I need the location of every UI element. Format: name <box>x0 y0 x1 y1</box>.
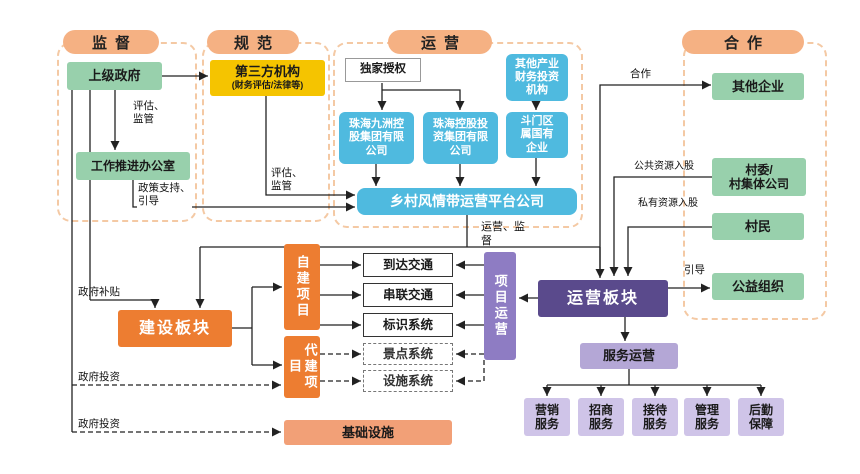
edge-label-operate-supervise: 运营、监 督 <box>481 221 525 247</box>
node-other-enterprises: 其他企业 <box>712 73 804 100</box>
node-infrastructure: 基础设施 <box>284 420 452 445</box>
pill-standard: 规范 <box>207 30 299 54</box>
edge-label-assess-supervise-1: 评估、 监管 <box>133 100 165 126</box>
node-platform-company: 乡村风情带运营平台公司 <box>357 188 577 215</box>
node-operation-sector: 运营板块 <box>538 280 668 317</box>
node-management-service: 管理 服务 <box>684 398 730 436</box>
node-serial-traffic: 串联交通 <box>363 283 453 307</box>
node-jiuzhou-holdings: 珠海九洲控 股集团有限 公司 <box>339 112 414 164</box>
node-marketing-service: 营销 服务 <box>524 398 570 436</box>
node-other-industry-investors: 其他产业 财务投资 机构 <box>506 54 568 101</box>
node-charity-organizations: 公益组织 <box>712 273 804 300</box>
edge-label-policy-support-guide: 政策支持、 引导 <box>137 182 192 209</box>
edge-label-government-subsidy: 政府补贴 <box>78 286 120 298</box>
node-arrival-traffic: 到达交通 <box>363 253 453 277</box>
node-self-built-projects: 自建项目 <box>284 244 320 330</box>
pill-operation: 运营 <box>388 30 492 54</box>
edge-label-government-investment-1: 政府投资 <box>78 371 120 383</box>
node-construction-sector: 建设板块 <box>118 310 232 347</box>
node-facility-system: 设施系统 <box>363 370 453 392</box>
edge-label-government-investment-2: 政府投资 <box>78 418 120 430</box>
dashed-connectors <box>72 349 485 437</box>
node-reception-service: 接待 服务 <box>632 398 678 436</box>
pill-cooperation: 合作 <box>682 30 804 54</box>
node-logistics-support: 后勤 保障 <box>738 398 784 436</box>
node-agent-built-projects: 代建项目 <box>284 336 320 398</box>
node-zhuhai-holdings-investment: 珠海控股投 资集团有限 公司 <box>423 112 498 164</box>
edge-label-assess-supervise-2: 评估、 监管 <box>271 167 303 193</box>
node-investment-service: 招商 服务 <box>578 398 624 436</box>
node-service-operation: 服务运营 <box>580 343 678 369</box>
node-scenic-spot-system: 景点系统 <box>363 343 453 365</box>
pill-supervision: 监督 <box>63 30 159 54</box>
node-village-committee: 村委/ 村集体公司 <box>712 158 806 196</box>
node-project-operation: 项目运营 <box>484 252 516 360</box>
edge-label-cooperate: 合作 <box>630 68 651 80</box>
edge-label-private-resource-share: 私有资源入股 <box>638 198 698 209</box>
edge-label-public-resource-share: 公共资源入股 <box>634 161 694 172</box>
node-doumen-state-owned-enterprise: 斗门区 属国有 企业 <box>506 112 568 158</box>
node-sign-system: 标识系统 <box>363 313 453 337</box>
edge-label-guide: 引导 <box>684 264 705 276</box>
node-third-party-subtitle: (财务评估/法律等) <box>231 79 304 90</box>
node-exclusive-authorization: 独家授权 <box>345 58 421 82</box>
node-higher-government: 上级政府 <box>67 62 162 90</box>
node-third-party-title: 第三方机构 <box>234 64 300 80</box>
node-villagers: 村民 <box>712 213 804 240</box>
solid-connectors <box>71 71 766 432</box>
node-work-promotion-office: 工作推进办公室 <box>76 152 190 180</box>
